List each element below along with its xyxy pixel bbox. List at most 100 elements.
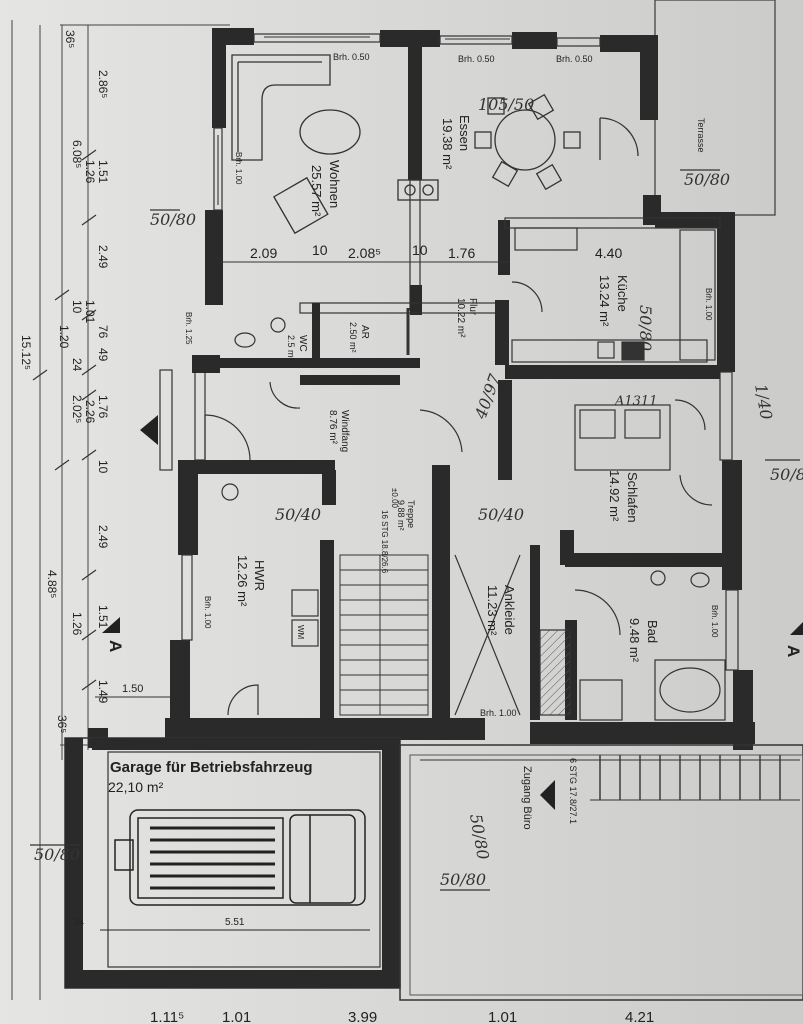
room-flur-area: 10.22 m²	[455, 298, 466, 338]
left-dimension-labels: 36⁵ 2.86⁵ 1.51 1.26 6.08⁵ 2.49 10 1.01 1…	[19, 30, 110, 733]
entrance-door	[159, 369, 463, 471]
room-treppe-area: 9.88 m²	[396, 500, 406, 531]
bedroom-bath-fixtures	[454, 399, 726, 721]
windows	[217, 36, 510, 205]
svg-text:50/80: 50/80	[34, 845, 80, 864]
brh-label: Brh. 0.50	[333, 52, 370, 62]
svg-text:36⁵: 36⁵	[63, 30, 77, 48]
svg-text:50/80: 50/80	[636, 305, 655, 351]
zugang-stg: 6 STG 17.8/27.1	[568, 758, 578, 824]
svg-text:2.02⁵: 2.02⁵	[70, 395, 84, 423]
brh-label: Brh. 0.50	[556, 54, 593, 64]
garage-title: Garage für Betriebsfahrzeug	[110, 759, 313, 776]
room-treppe-name: Treppe	[406, 500, 416, 528]
svg-text:50/80: 50/80	[150, 210, 196, 229]
brh-label: Brh. 1.00	[234, 152, 243, 185]
room-wohnen-name: Wohnen	[327, 160, 342, 208]
svg-text:4.88⁵: 4.88⁵	[45, 570, 59, 598]
garage-area: 22,10 m²	[108, 779, 164, 795]
room-essen-area: 19.38 m²	[440, 118, 455, 170]
section-mark-right: A	[784, 645, 803, 657]
room-schlafen-area: 14.92 m²	[607, 470, 622, 522]
svg-text:1.51: 1.51	[96, 160, 110, 184]
walls	[64, 28, 803, 1001]
svg-text:49: 49	[96, 348, 110, 362]
terrasse-label: Terrasse	[696, 118, 706, 153]
stairs	[339, 554, 800, 801]
room-ar-name: AR	[359, 325, 370, 339]
bottom-dimension-labels: 1.11⁵ 1.01 3.99 1.01 4.21	[150, 1009, 654, 1024]
room-hwr-area: 12.26 m²	[235, 555, 250, 607]
svg-text:1.49: 1.49	[96, 680, 110, 704]
room-bad-name: Bad	[645, 620, 660, 643]
svg-text:105/50: 105/50	[478, 95, 534, 114]
svg-text:2.86⁵: 2.86⁵	[96, 70, 110, 98]
stair-count: 16 STG 18.8/26.6	[380, 510, 389, 574]
wm-label: WM	[296, 625, 305, 640]
kitchen-furniture	[511, 227, 716, 363]
dining-furniture	[474, 93, 639, 191]
dim-176: 1.76	[448, 245, 475, 261]
svg-text:1.51: 1.51	[96, 605, 110, 629]
dim-150: 1.50	[122, 683, 143, 695]
svg-text:1.76: 1.76	[96, 395, 110, 419]
garage-mark: 24	[75, 918, 84, 927]
svg-text:76: 76	[96, 325, 110, 339]
svg-text:50/80: 50/80	[466, 812, 493, 861]
room-windfang-area: 8.76 m²	[327, 410, 338, 445]
svg-text:15.12⁵: 15.12⁵	[19, 335, 33, 370]
svg-text:1.26: 1.26	[70, 612, 84, 636]
svg-text:6.08⁵: 6.08⁵	[70, 140, 84, 168]
section-marks	[102, 415, 803, 810]
svg-text:40/97: 40/97	[471, 371, 505, 423]
dim-10: 10	[312, 242, 328, 258]
brh-label: Brh. 1.25	[184, 312, 193, 345]
brh-label: Brh. 1.00	[704, 288, 713, 321]
dim-440: 4.40	[595, 245, 622, 261]
brh-label: Brh. 1.00	[480, 708, 517, 718]
brh-label: Brh. 1.00	[203, 596, 212, 629]
room-kueche-area: 13.24 m²	[597, 275, 612, 327]
room-ar-area: 2.50 m²	[348, 322, 358, 353]
svg-text:1.01: 1.01	[83, 300, 97, 324]
svg-text:1.01: 1.01	[488, 1009, 517, 1024]
svg-text:1/40: 1/40	[751, 382, 776, 421]
garage-width: 5.51	[225, 917, 245, 928]
room-ankleide-name: Ankleide	[502, 585, 517, 635]
brh-label: Brh. 0.50	[458, 54, 495, 64]
dim-2085: 2.08⁵	[348, 245, 381, 261]
svg-text:50/80: 50/80	[684, 170, 730, 189]
room-bad-area: 9.48 m²	[627, 618, 642, 663]
handwritten-notes: 50/80 50/80 50/80 50/80 50/80 50/80 50/4…	[34, 95, 803, 889]
svg-text:50/40: 50/40	[275, 505, 321, 524]
car-icon	[100, 809, 370, 931]
svg-text:1.11⁵: 1.11⁵	[150, 1009, 184, 1024]
svg-text:10: 10	[96, 460, 110, 474]
svg-text:1.26: 1.26	[83, 160, 97, 184]
svg-text:24: 24	[70, 358, 84, 372]
svg-text:2.49: 2.49	[96, 525, 110, 549]
handwritten-annotations	[30, 169, 800, 891]
svg-text:36⁵: 36⁵	[55, 715, 69, 733]
svg-text:10: 10	[70, 300, 84, 314]
svg-text:1.20: 1.20	[57, 325, 71, 349]
svg-text:A1311: A1311	[614, 394, 657, 409]
room-windfang-name: Windfang	[339, 410, 350, 452]
svg-text:50/80: 50/80	[770, 465, 803, 484]
living-furniture	[231, 54, 439, 235]
wc-fixtures	[234, 308, 410, 409]
svg-text:3.99: 3.99	[348, 1009, 377, 1024]
room-essen-name: Essen	[457, 115, 472, 151]
room-hwr-name: HWR	[252, 560, 267, 591]
brh-label: Brh. 1.00	[710, 605, 719, 638]
svg-text:1.01: 1.01	[222, 1009, 251, 1024]
room-wohnen-area: 25.57 m²	[309, 165, 324, 217]
height-mark: ±0.00	[390, 488, 399, 509]
svg-text:50/40: 50/40	[478, 505, 524, 524]
dim-10: 10	[412, 242, 428, 258]
room-ankleide-area: 11.23 m²	[485, 585, 500, 636]
room-wc-name: WC	[297, 335, 308, 352]
svg-text:2.26: 2.26	[83, 400, 97, 424]
svg-text:50/80: 50/80	[440, 870, 486, 889]
